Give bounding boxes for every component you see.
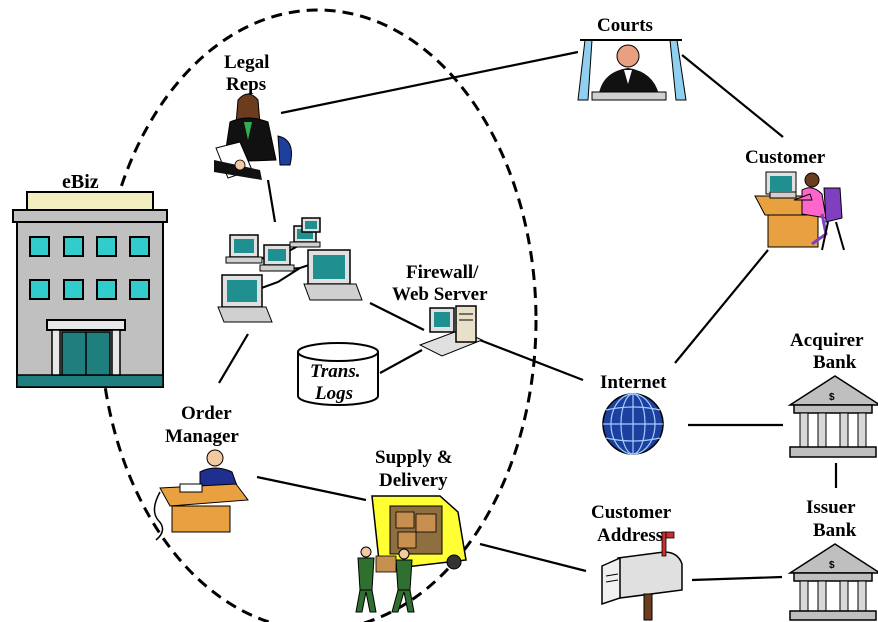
lawyer-icon bbox=[214, 93, 292, 180]
line-supply-address bbox=[479, 542, 587, 573]
bank-icon: $ bbox=[787, 375, 878, 458]
connections bbox=[218, 50, 838, 582]
customer-top-label: Customer bbox=[745, 147, 826, 168]
courts-label: Courts bbox=[597, 15, 653, 36]
line-legal-network bbox=[266, 179, 277, 223]
computer-network-icon bbox=[217, 217, 363, 323]
line-address-issuer bbox=[691, 575, 783, 582]
office-building-icon bbox=[12, 191, 168, 388]
delivery-truck-icon bbox=[355, 495, 467, 613]
order-manager-label-1: Order bbox=[181, 403, 232, 424]
manager-at-desk-icon bbox=[153, 449, 249, 541]
acquirer-bank-label-2: Bank bbox=[813, 352, 857, 373]
legal-reps-label-2: Reps bbox=[226, 74, 266, 95]
line-customer-internet bbox=[674, 249, 769, 364]
globe-icon bbox=[602, 393, 664, 455]
line-logs-firewall bbox=[379, 349, 423, 374]
customer-address-label-1: Customer bbox=[591, 502, 672, 523]
firewall-label-2: Web Server bbox=[392, 284, 488, 305]
acquirer-bank-label-1: Acquirer bbox=[790, 330, 864, 351]
database-cylinder-icon bbox=[297, 342, 379, 406]
line-courts-customer bbox=[681, 54, 784, 138]
monitor-2 bbox=[259, 244, 295, 272]
monitor-5 bbox=[303, 249, 363, 301]
supply-delivery-label-1: Supply & bbox=[375, 447, 453, 468]
ebiz-label: eBiz bbox=[62, 171, 99, 193]
line-network-firewall bbox=[369, 302, 425, 331]
svg-text:$: $ bbox=[829, 392, 835, 403]
trans-logs-label-1: Trans. bbox=[310, 361, 361, 382]
line-firewall-internet bbox=[471, 335, 584, 382]
line-legal-courts bbox=[280, 50, 579, 115]
line-network-order bbox=[218, 333, 249, 384]
customer-at-computer-icon bbox=[754, 171, 845, 251]
legal-reps-label-1: Legal bbox=[224, 52, 269, 73]
judge-icon bbox=[577, 39, 687, 101]
issuer-bank-label-1: Issuer bbox=[806, 497, 856, 518]
trans-logs-label-2: Logs bbox=[314, 383, 353, 404]
mailbox-icon bbox=[601, 531, 683, 621]
bank-icon: $ bbox=[787, 543, 878, 621]
monitor-4 bbox=[301, 217, 321, 233]
order-manager-label-2: Manager bbox=[165, 426, 239, 447]
svg-text:$: $ bbox=[829, 560, 835, 571]
firewall-label-1: Firewall/ bbox=[406, 262, 479, 283]
monitor-6 bbox=[217, 274, 273, 323]
supply-delivery-label-2: Delivery bbox=[379, 470, 448, 491]
issuer-bank-label-2: Bank bbox=[813, 520, 857, 541]
customer-address-label-2: Address bbox=[597, 525, 663, 546]
web-server-icon bbox=[418, 305, 484, 357]
internet-label: Internet bbox=[600, 372, 667, 393]
monitor-1 bbox=[225, 234, 263, 264]
line-order-supply bbox=[256, 475, 367, 502]
